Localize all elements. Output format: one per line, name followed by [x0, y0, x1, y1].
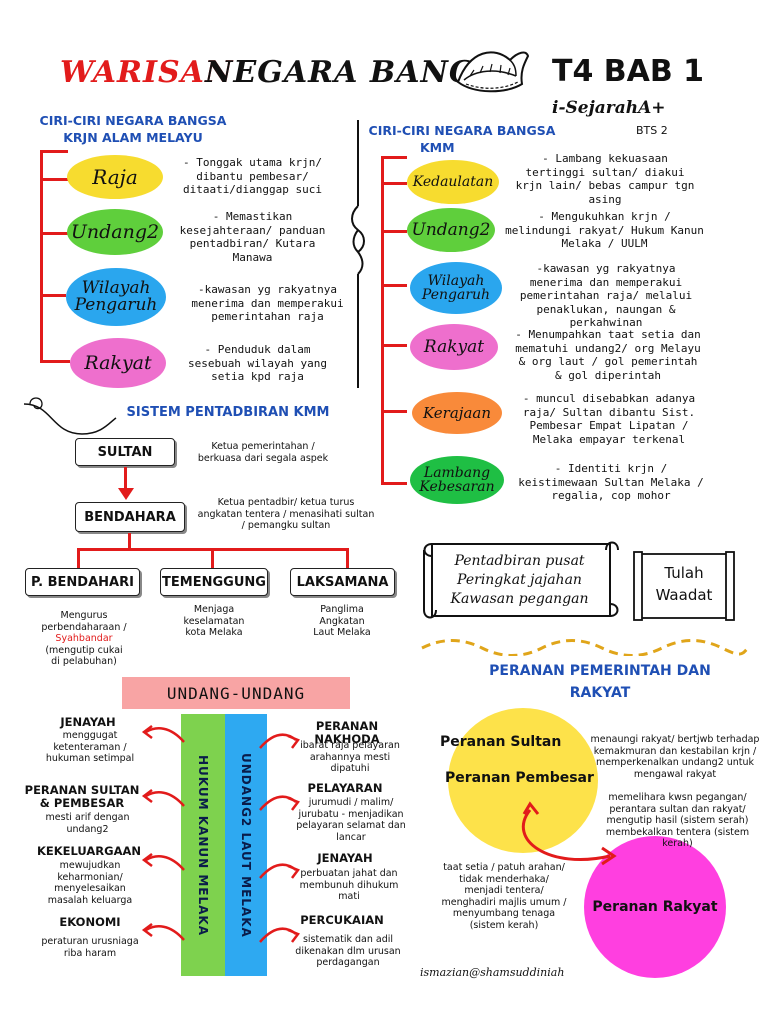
oval-rakyat-right: Rakyat — [410, 324, 498, 370]
box-laksamana: LAKSAMANA — [290, 568, 395, 596]
bar-undang-laut: UNDANG2 LAUT MELAKA — [225, 714, 267, 976]
left-bracket-spine — [40, 150, 43, 362]
arrow-right-icon — [259, 863, 300, 879]
left-heading: CIRI-CIRI NEGARA BANGSA KRJN ALAM MELAYU — [39, 113, 227, 145]
oval-kerajaan: Kerajaan — [412, 392, 502, 434]
arrow-left-icon — [141, 789, 185, 807]
divider-ornament — [351, 120, 365, 388]
oval-kedaulatan: Kedaulatan — [407, 160, 499, 204]
credit-text: ismazian@shamsuddiniah — [420, 966, 565, 979]
label-kekeluargaan: KEKELUARGAAN — [36, 844, 142, 858]
arrow-down-icon — [118, 488, 134, 500]
box-temenggung: TEMENGGUNG — [160, 568, 268, 596]
tengkolok-icon — [456, 51, 530, 93]
brand-label: i-SejarahA+ — [552, 98, 666, 118]
box-bendahara: BENDAHARA — [75, 502, 185, 532]
title-t4-bab-1: T4 BAB 1 — [552, 54, 705, 89]
oval-raja: Raja — [67, 155, 163, 199]
curved-arrow-icon — [522, 801, 617, 866]
oval-undang2-right: Undang2 — [407, 208, 495, 252]
desc-undang2-right: - Mengukuhkan krjn /melindungi rakyat/ H… — [505, 210, 704, 250]
right-heading: CIRI-CIRI NEGARA BANGSA KMM — [368, 123, 556, 155]
arrow-right-icon — [259, 927, 300, 943]
arrow-left-icon — [141, 923, 185, 941]
label-peranan-sultan: Peranan Sultan — [440, 734, 562, 750]
desc-peranan-pembesar: memelihara kwsn pegangan/perantara sulta… — [605, 792, 750, 849]
label-ekonomi: EKONOMI — [59, 915, 121, 929]
wavy-divider — [421, 639, 750, 656]
desc-lambang: - Identiti krjn /keistimewaan Sultan Mel… — [518, 462, 704, 502]
desc-sultan: Ketua pemerintahan /berkuasa dari segala… — [197, 441, 329, 464]
box-p-bendahari: P. BENDAHARI — [25, 568, 140, 596]
bar-hukum-kanun: HUKUM KANUN MELAKA — [181, 714, 225, 976]
arrow-right-icon — [259, 733, 300, 749]
swirl-ornament-icon — [23, 397, 117, 435]
label-peranan-pembesar: Peranan Pembesar — [445, 770, 594, 786]
label-peranan-sultan-pembesar: PERANAN SULTAN& PEMBESAR — [24, 783, 140, 810]
desc-peranan-rakyat: taat setia / patuh arahan/tidak menderha… — [441, 862, 567, 931]
oval-undang2-left: Undang2 — [67, 209, 163, 255]
tulah-scroll — [633, 551, 735, 621]
title-warisan: WARISAN — [60, 55, 234, 90]
undang-heading-box: UNDANG-UNDANG — [122, 677, 350, 709]
arrow-left-icon — [141, 853, 185, 871]
sistem-heading: SISTEM PENTADBIRAN KMM — [126, 405, 330, 420]
right-bracket-spine — [381, 156, 384, 484]
label-percukaian: PERCUKAIAN — [300, 913, 384, 927]
bts-label: BTS 2 — [636, 124, 668, 137]
left-bracket-top — [40, 150, 68, 153]
label-jenayah-left: JENAYAH — [60, 715, 116, 729]
arrow-right-icon — [259, 795, 300, 811]
oval-rakyat-left: Rakyat — [70, 338, 166, 388]
desc-raja: - Tonggak utama krjn/dibantu pembesar/di… — [182, 156, 323, 196]
label-pelayaran: PELAYARAN — [307, 781, 383, 795]
arrow-left-icon — [141, 725, 185, 743]
scroll-banner — [423, 541, 619, 619]
label-jenayah-right: JENAYAH — [317, 851, 373, 865]
box-sultan: SULTAN — [75, 438, 175, 466]
label-peranan-nakhoda: PERANAN NAKHODA — [314, 719, 380, 746]
label-peranan-rakyat: Peranan Rakyat — [592, 899, 718, 915]
